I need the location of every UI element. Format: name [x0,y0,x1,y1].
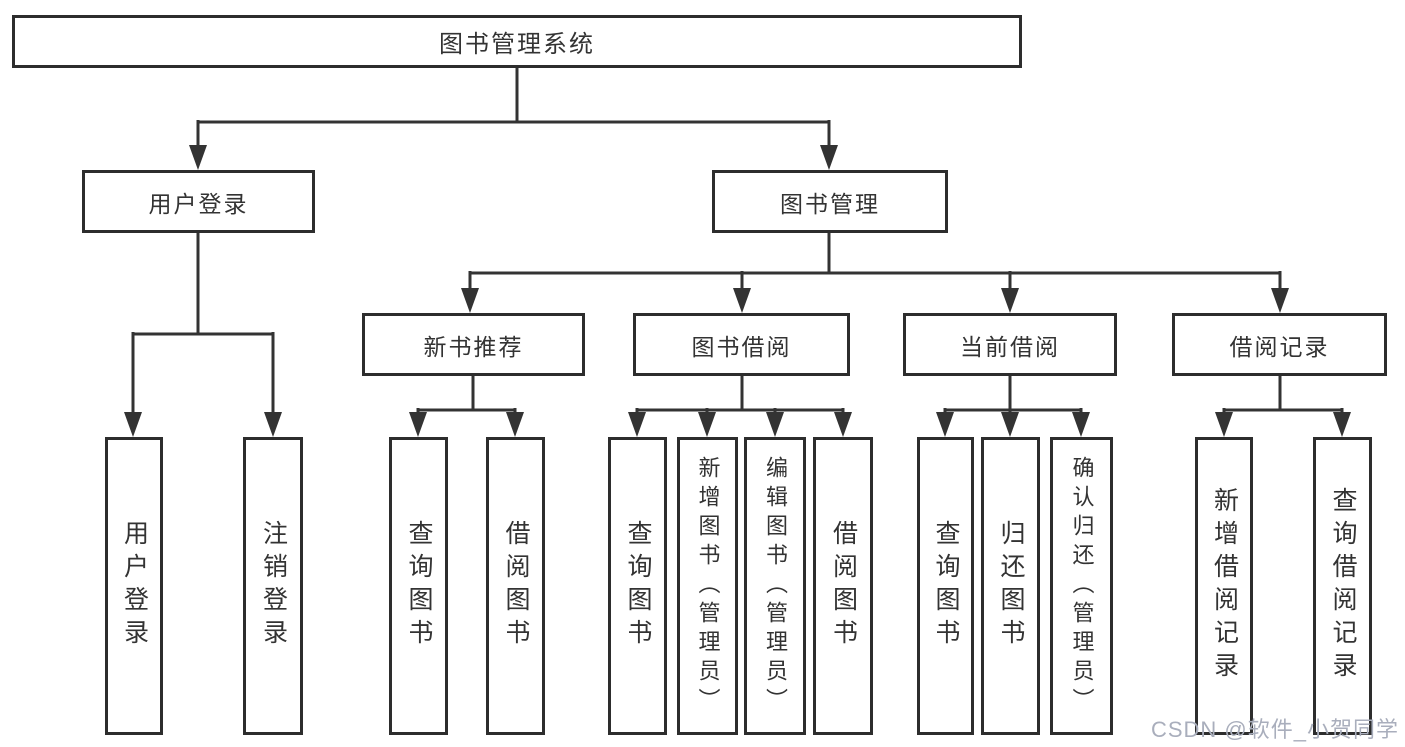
node-borrow-borrow-book: 借阅图书 [813,437,873,735]
connector-book-borrow [628,376,852,437]
node-current-confirm-return-admin: 确认归还（管理员） [1050,437,1113,735]
node-record-query-record: 查询借阅记录 [1313,437,1372,735]
node-current-query-book: 查询图书 [917,437,974,735]
node-borrow-query-book: 查询图书 [608,437,667,735]
node-leaf-user-login: 用户登录 [105,437,163,735]
node-current-borrow: 当前借阅 [903,313,1117,376]
node-record-add-record: 新增借阅记录 [1195,437,1253,735]
connector-new-book-recommend [409,376,524,437]
connector-root [189,68,838,170]
node-new-book-recommend: 新书推荐 [362,313,585,376]
node-user-login: 用户登录 [82,170,315,233]
csdn-watermark: CSDN @软件_小贺同学 [1150,717,1399,742]
connector-borrow-record [1215,376,1351,437]
node-root: 图书管理系统 [12,15,1022,68]
node-newbook-borrow-book: 借阅图书 [486,437,545,735]
node-newbook-query-book: 查询图书 [389,437,448,735]
node-book-management: 图书管理 [712,170,948,233]
node-borrow-record: 借阅记录 [1172,313,1387,376]
node-book-borrow: 图书借阅 [633,313,850,376]
connector-book-management [461,233,1289,313]
node-current-return-book: 归还图书 [981,437,1040,735]
connector-user-login [124,233,282,437]
node-borrow-edit-book-admin: 编辑图书（管理员） [744,437,806,735]
node-borrow-add-book-admin: 新增图书（管理员） [677,437,738,735]
node-leaf-logout: 注销登录 [243,437,303,735]
connector-current-borrow [936,376,1090,437]
